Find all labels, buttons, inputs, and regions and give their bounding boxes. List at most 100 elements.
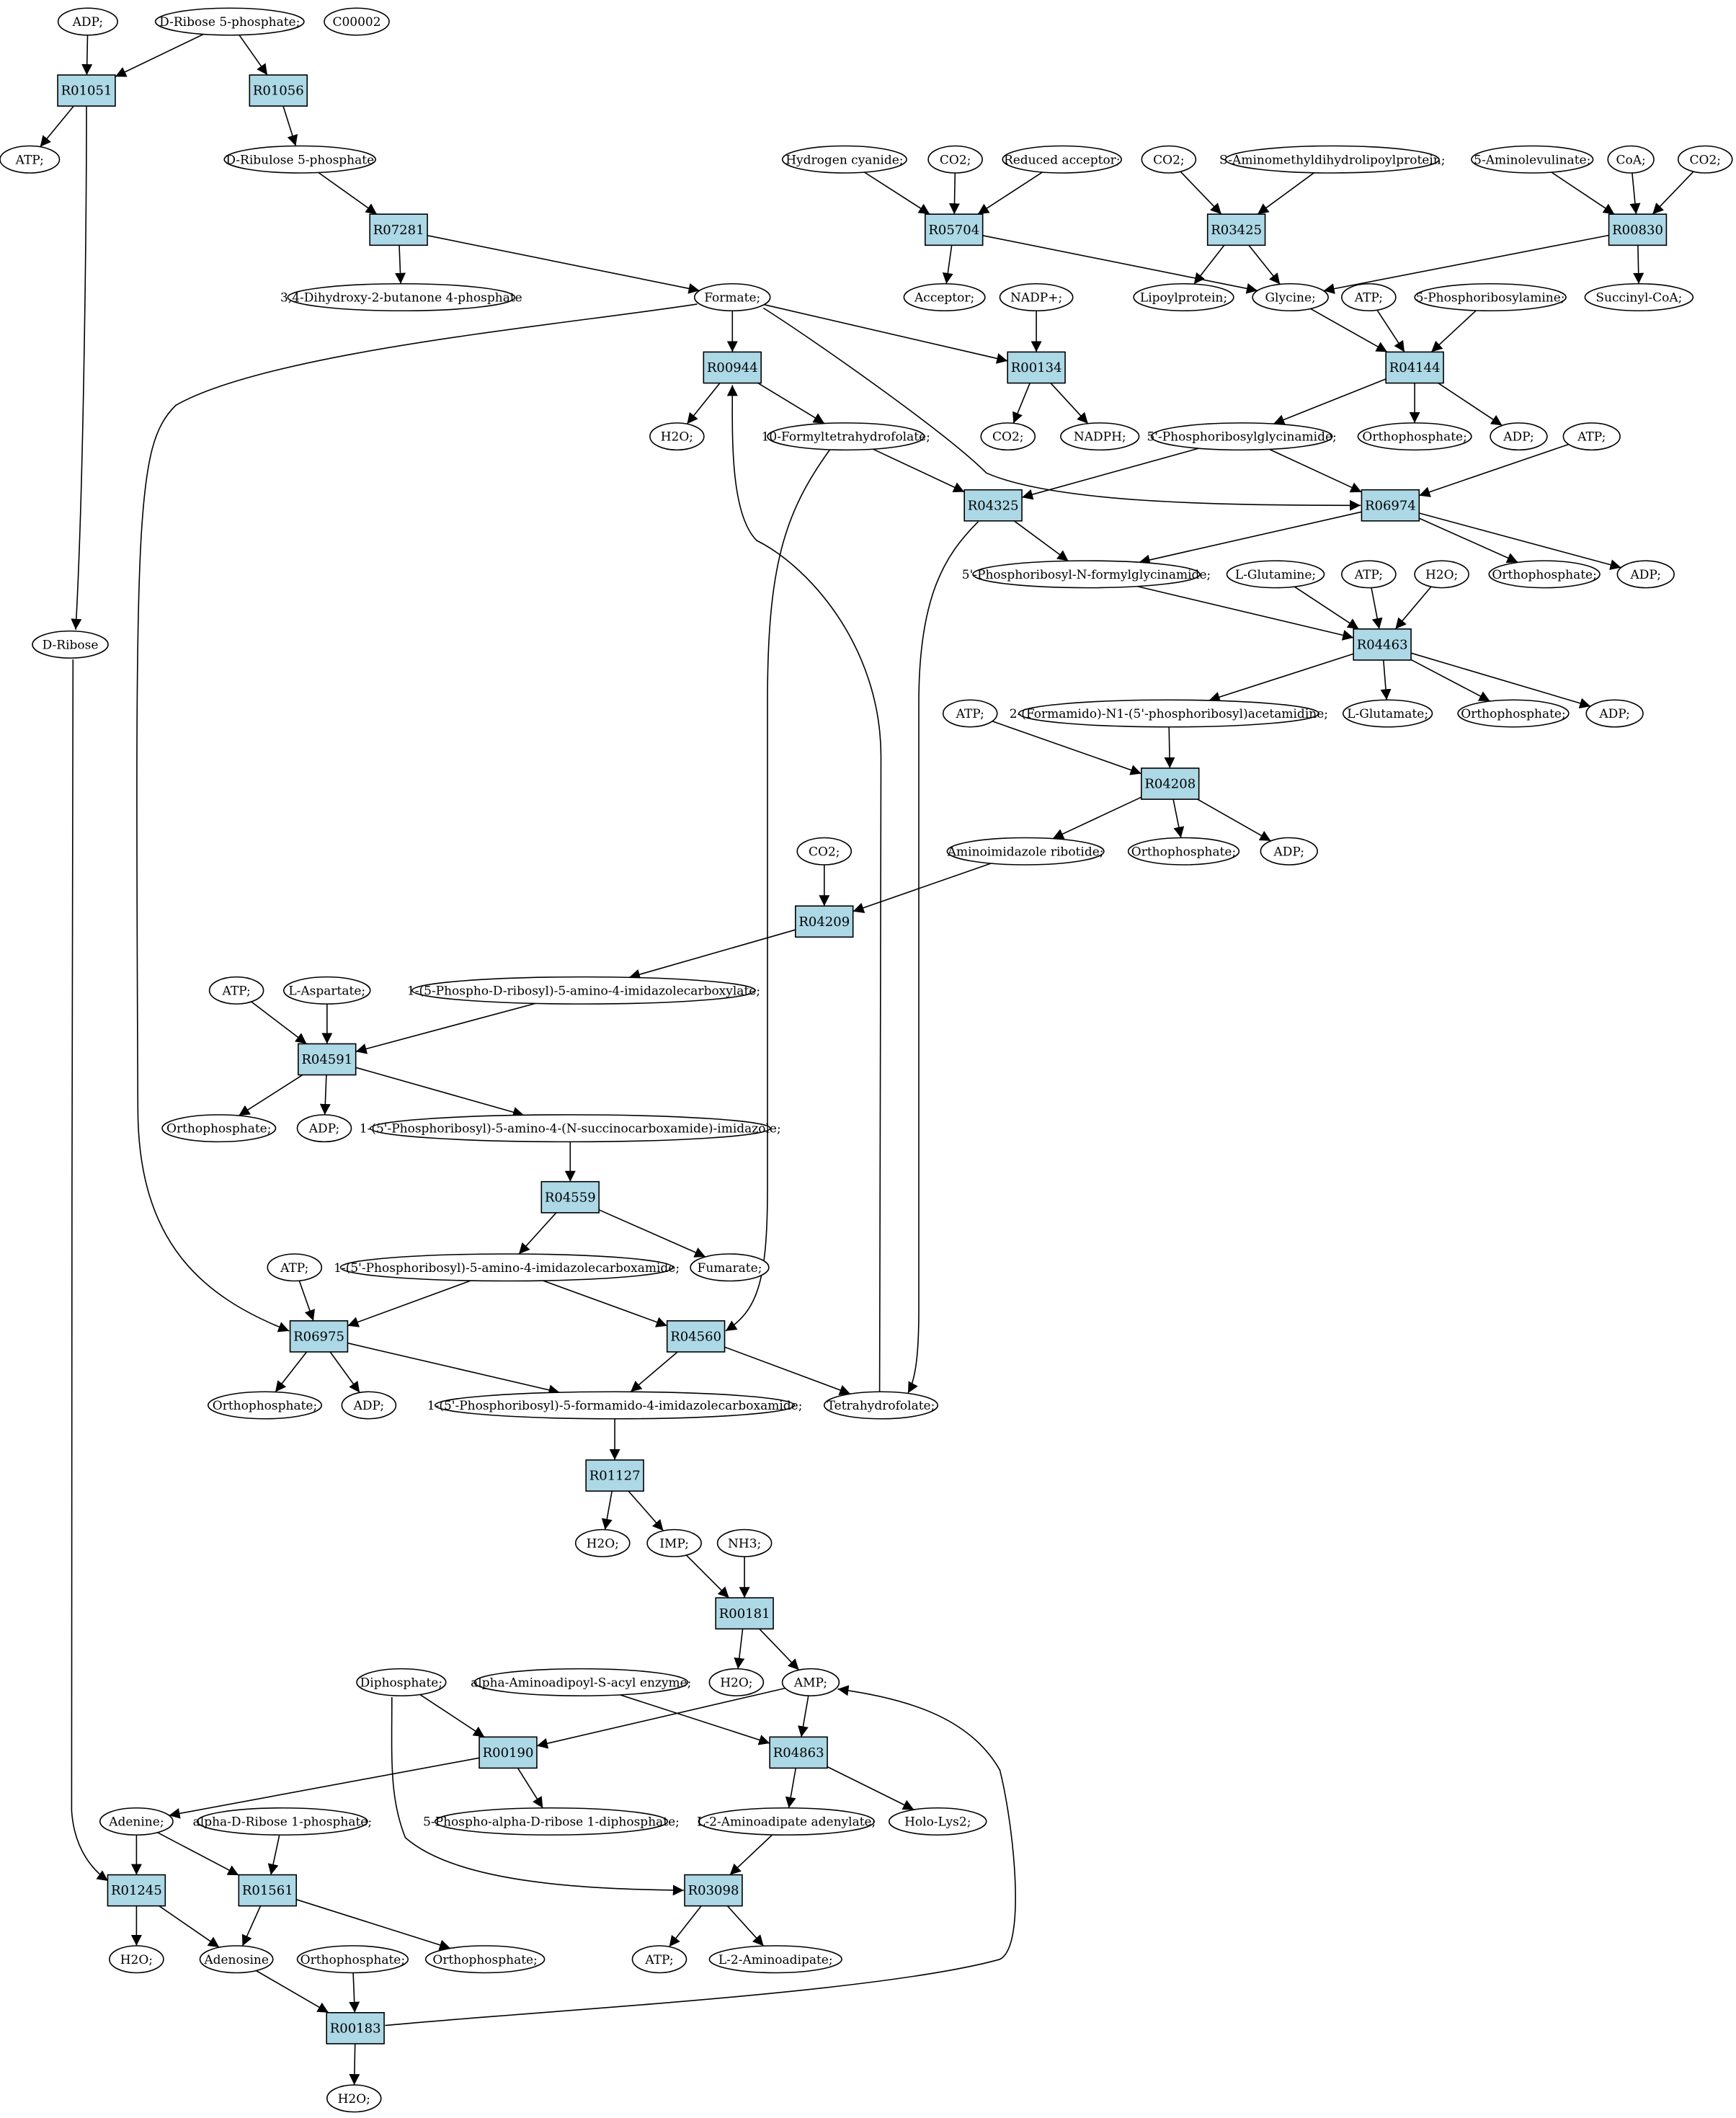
edge-arrow <box>1629 172 1641 215</box>
edge-arrow <box>1430 310 1477 352</box>
compound-ellipse <box>781 145 907 174</box>
compound-label: Orthophosphate; <box>301 1953 405 1967</box>
compound-node: Orthophosphate; <box>1457 699 1570 728</box>
compound-ellipse <box>223 145 377 174</box>
edge-arrow <box>1257 172 1314 215</box>
reaction-box <box>369 213 428 246</box>
reaction-label: R04325 <box>968 498 1019 513</box>
compound-node: Orthophosphate; <box>1127 837 1240 866</box>
edge-arrow <box>355 1067 525 1118</box>
edge-arrow <box>620 1694 770 1745</box>
edge-arrow <box>157 1832 239 1876</box>
compound-label: ATP; <box>1354 291 1383 306</box>
reaction-node: R00183 <box>326 2012 385 2044</box>
compound-ellipse <box>1018 699 1319 728</box>
compound-ellipse <box>109 1945 164 1974</box>
compound-label: 10-Formyltetrahydrofolate; <box>762 430 930 445</box>
reaction-box <box>298 1043 357 1076</box>
compound-node: ATP; <box>1341 560 1397 589</box>
reaction-label: R03425 <box>1211 223 1262 238</box>
reaction-label: R06974 <box>1365 498 1416 513</box>
compound-node: ADP; <box>1260 837 1318 866</box>
compound-ellipse <box>1133 282 1234 312</box>
compound-node: 5-Aminolevulinate; <box>1471 145 1594 174</box>
edge-arrow <box>686 383 721 424</box>
edge-arrow <box>1376 309 1405 352</box>
reaction-box <box>703 351 762 384</box>
compound-node: 3,4-Dihydroxy-2-butanone 4-phosphate <box>280 282 522 312</box>
compound-node: H2O; <box>708 1668 765 1696</box>
edge-arrow <box>1294 586 1359 630</box>
reaction-box <box>1361 489 1420 522</box>
compound-ellipse <box>282 976 371 1005</box>
reaction-node: R00190 <box>478 1736 538 1769</box>
edge-arrow <box>71 107 87 630</box>
edge-arrow <box>1310 308 1388 353</box>
reaction-label: R01245 <box>111 1883 162 1898</box>
reaction-node: R05704 <box>925 213 984 246</box>
reaction-label: R04208 <box>1144 777 1196 792</box>
edge-arrow <box>347 1342 560 1396</box>
edge-arrow <box>349 1972 360 2013</box>
compound-ellipse <box>1252 282 1329 312</box>
edge-arrow <box>159 1905 220 1948</box>
edge-arrow <box>1269 448 1362 493</box>
compound-ellipse <box>1488 560 1601 589</box>
compound-ellipse <box>693 282 771 312</box>
compound-node: D-Ribose <box>32 630 109 659</box>
compound-label: C00002 <box>332 15 380 30</box>
reaction-label: R04591 <box>301 1052 352 1067</box>
compound-ellipse <box>473 1668 689 1696</box>
compound-node: Orthophosphate; <box>1357 422 1472 451</box>
edge-arrow <box>669 1905 702 1947</box>
compound-ellipse <box>1127 837 1240 866</box>
compound-ellipse <box>1562 422 1621 451</box>
edge-arrow <box>1323 234 1609 294</box>
compound-label: CO2; <box>1153 153 1185 167</box>
compound-ellipse <box>1414 282 1567 312</box>
compound-ellipse <box>823 1391 939 1420</box>
compound-ellipse <box>690 1253 770 1282</box>
compound-node: CoA; <box>1607 145 1655 174</box>
edge-arrow <box>239 35 268 76</box>
compound-node: Hydrogen cyanide; <box>781 145 907 174</box>
compound-node: NADPH; <box>1060 422 1140 451</box>
compound-node: H2O; <box>1414 560 1469 589</box>
compound-label: CO2; <box>1690 153 1722 167</box>
compound-label: Aminoimidazole ribotide; <box>947 845 1104 859</box>
compound-ellipse <box>424 1945 546 1974</box>
reaction-label: R04463 <box>1357 637 1408 652</box>
compound-ellipse <box>434 1807 669 1836</box>
compound-label: Orthophosphate; <box>1492 568 1596 582</box>
compound-label: NH3; <box>728 1536 761 1551</box>
reaction-label: R03098 <box>688 1883 739 1898</box>
reaction-label: R00190 <box>483 1745 534 1761</box>
edge-arrow <box>1021 448 1199 500</box>
edge-arrow <box>81 35 93 76</box>
compound-node: Orthophosphate; <box>161 1114 277 1143</box>
compound-ellipse <box>208 976 264 1005</box>
edge-arrow <box>628 1490 664 1531</box>
compound-label: ATP; <box>956 707 984 721</box>
compound-ellipse <box>1414 560 1469 589</box>
compound-label: Adenosine <box>203 1953 269 1967</box>
compound-label: alpha-Aminoadipoyl-S-acyl enzyme; <box>471 1676 691 1690</box>
compound-node: Diphosphate; <box>356 1668 447 1696</box>
edge-arrow <box>757 382 825 424</box>
compound-node: CO2; <box>1677 145 1733 174</box>
edge-arrow <box>238 1074 303 1116</box>
compound-ellipse <box>207 1391 323 1420</box>
compound-ellipse <box>356 1668 447 1696</box>
compound-node: Aminoimidazole ribotide; <box>946 837 1105 866</box>
reaction-label: R05704 <box>928 223 979 238</box>
compound-label: Orthophosphate; <box>1362 430 1466 445</box>
compound-node: 1-(5-Phospho-D-ribosyl)-5-amino-4-imidaz… <box>407 976 760 1005</box>
compound-ellipse <box>0 145 61 174</box>
edge-arrow <box>40 105 74 148</box>
compound-label: 1-(5-Phospho-D-ribosyl)-5-amino-4-imidaz… <box>407 984 760 998</box>
compound-ellipse <box>1341 560 1397 589</box>
edge-arrow <box>136 303 698 1332</box>
reaction-label: R06975 <box>293 1329 344 1344</box>
reaction-node: R04463 <box>1353 628 1412 661</box>
